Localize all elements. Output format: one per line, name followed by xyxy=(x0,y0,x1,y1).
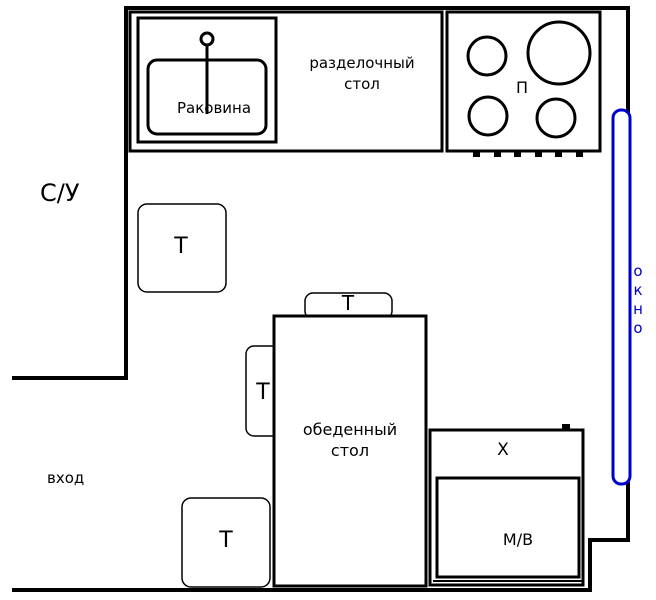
stool-top-left xyxy=(137,203,227,293)
stove-knob xyxy=(576,151,583,157)
window xyxy=(611,108,632,486)
dining-table xyxy=(272,314,428,588)
sink-cabinet xyxy=(136,16,278,144)
microwave xyxy=(435,476,581,579)
window-label-letter: о xyxy=(633,262,643,280)
stove-label: П xyxy=(515,78,529,97)
stove-knob xyxy=(494,151,501,157)
window-label-letter: н xyxy=(633,300,643,318)
stove-knob xyxy=(473,151,480,157)
dining-table-label-line2: стол xyxy=(330,441,370,460)
stool-label: Т xyxy=(174,234,188,259)
stove-knob xyxy=(555,151,562,157)
fridge-label: Х xyxy=(497,440,509,460)
stove xyxy=(445,10,602,153)
stove-knob xyxy=(535,151,542,157)
window-label-letter: к xyxy=(633,281,643,299)
stove-knobs xyxy=(473,151,583,157)
stool-label: Т xyxy=(219,528,233,553)
window-label-letter: о xyxy=(633,319,643,337)
burner-bottom-right xyxy=(535,97,577,139)
microwave-label: М/В xyxy=(502,530,534,549)
burner-bottom-left xyxy=(467,95,509,137)
burner-top-left xyxy=(466,35,508,77)
sink-faucet-knob xyxy=(199,31,215,47)
fridge-corner-mark xyxy=(562,424,570,431)
cutting-table-label-line2: стол xyxy=(344,75,380,93)
burner-top-right xyxy=(526,20,592,86)
entrance-label: вход xyxy=(47,469,85,487)
fridge-unit xyxy=(428,428,585,587)
stool-label: Т xyxy=(256,380,270,405)
sink-label: Раковина xyxy=(176,99,252,117)
counter-cabinet xyxy=(128,10,444,153)
stool-label: Т xyxy=(341,291,355,315)
stove-knob xyxy=(514,151,521,157)
stool-bottom-left xyxy=(181,497,271,588)
dining-table-label-line1: обеденный xyxy=(302,420,398,439)
cutting-table-label-line1: разделочный xyxy=(309,54,415,72)
wall-outline xyxy=(12,6,630,592)
walls xyxy=(12,6,630,592)
bathroom-label: С/У xyxy=(40,179,80,207)
